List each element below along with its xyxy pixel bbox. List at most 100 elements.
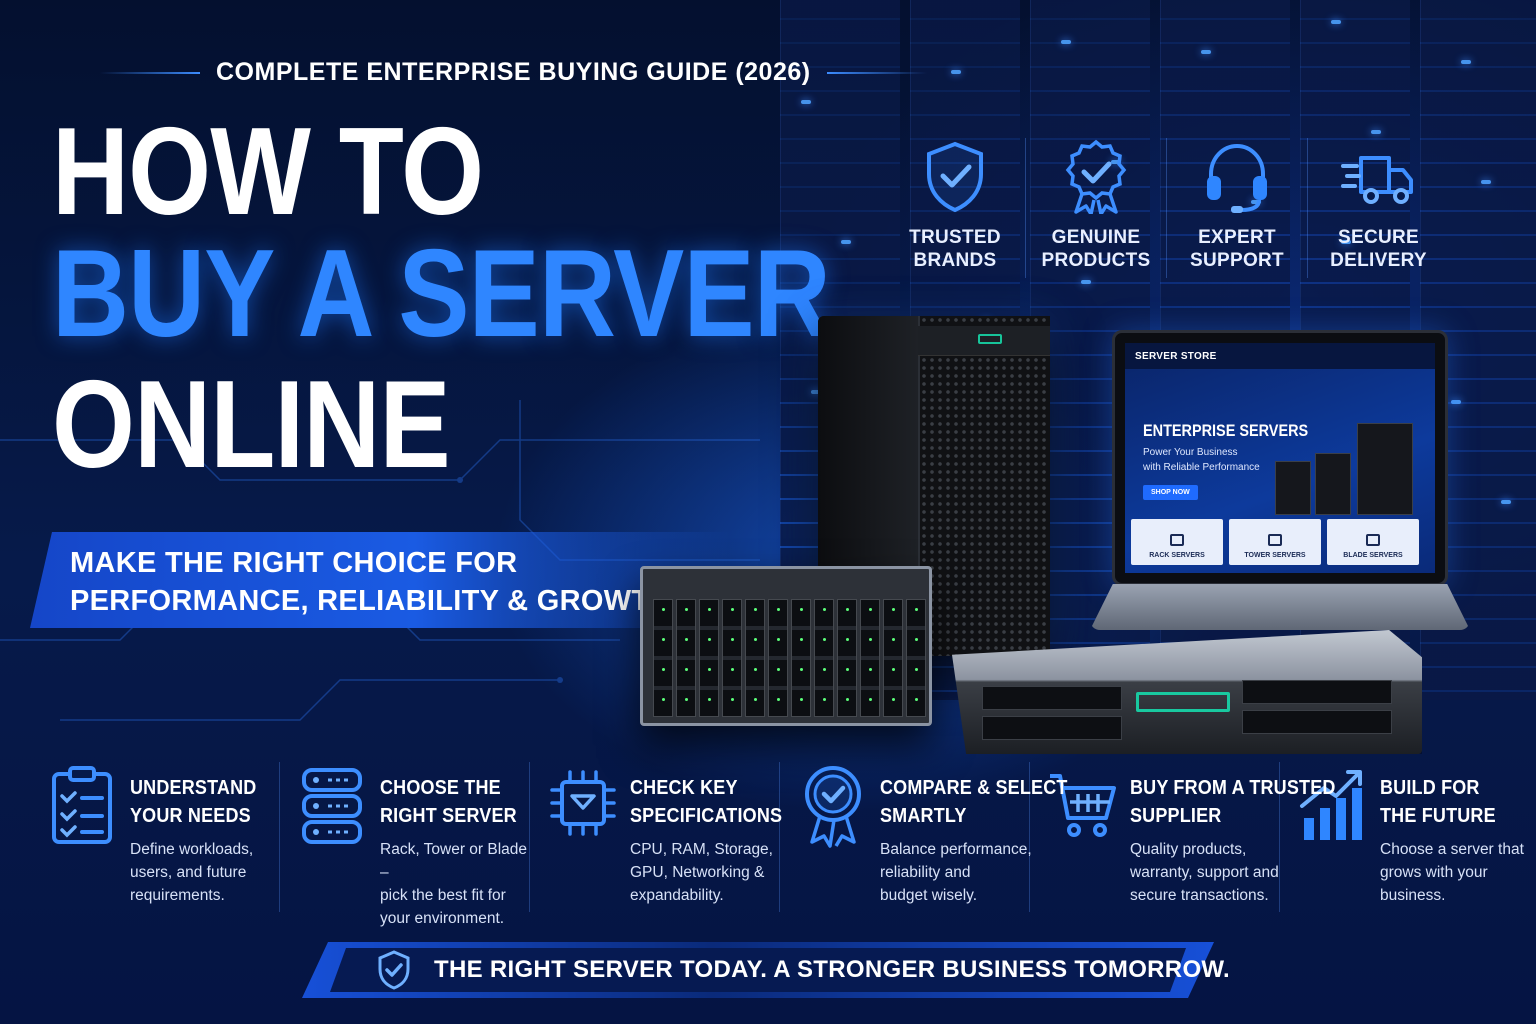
step-desc-line-3: requirements. [130,887,225,904]
step-desc-line-1: CPU, RAM, Storage, [630,841,773,858]
step-desc-line-1: Balance performance, [880,841,1032,858]
tile-label: RACK SERVERS [1149,552,1205,559]
guide-kicker: COMPLETE ENTERPRISE BUYING GUIDE (2026) [100,58,927,87]
cpu-chip-icon [550,770,616,836]
blade-slot [768,599,788,717]
step-title-line-1: BUILD FOR [1380,777,1480,799]
title-line-1: HOW TO [52,103,484,241]
tile-blade-servers[interactable]: BLADE SERVERS [1327,519,1419,565]
laptop-screen: SERVER STORE ENTERPRISE SERVERS Power Yo… [1125,343,1435,573]
rack-server-image [952,630,1422,754]
delivery-truck-icon [1340,156,1413,204]
blade-slot [837,599,857,717]
blade-slot [791,599,811,717]
blade-slot [883,599,903,717]
store-tagline: Power Your Business with Reliable Perfor… [1143,445,1260,475]
badge-line-2: PRODUCTS [1041,250,1151,271]
step-buy-trusted: BUY FROM A TRUSTED SUPPLIER Quality produ… [1030,762,1335,912]
tile-rack-servers[interactable]: RACK SERVERS [1131,519,1223,565]
step-desc-line-1: Choose a server that [1380,841,1524,858]
store-nav: SERVER STORE [1125,343,1435,369]
step-title-line-2: SUPPLIER [1130,805,1222,827]
step-title-line-2: THE FUTURE [1380,805,1496,827]
step-desc-line-2: GPU, Networking & [630,864,765,881]
blade-slot [814,599,834,717]
step-desc-line-3: secure transactions. [1130,887,1269,904]
blade-slot [722,599,742,717]
tile-label: BLADE SERVERS [1343,552,1403,559]
server-stack-icon [302,768,362,844]
step-desc-line-2: warranty, support and [1130,864,1279,881]
page-title: HOW TO BUY A SERVER ONLINE [52,103,957,495]
buying-steps: UNDERSTAND YOUR NEEDS Define workloads, us… [30,762,1530,927]
step-title-line-2: SMARTLY [880,805,967,827]
shield-check-icon [927,141,983,213]
footer-tagline: THE RIGHT SERVER TODAY. A STRONGER BUSIN… [376,946,1230,994]
award-badge-icon [805,766,861,848]
headset-icon [1207,143,1267,213]
step-title-line-1: UNDERSTAND [130,777,257,799]
step-title-line-2: SPECIFICATIONS [630,805,783,827]
kicker-text: COMPLETE ENTERPRISE BUYING GUIDE (2026) [216,58,811,86]
tile-tower-servers[interactable]: TOWER SERVERS [1229,519,1321,565]
subtitle-line-1: MAKE THE RIGHT CHOICE FOR [70,547,518,579]
laptop-keyboard-base [1090,584,1470,630]
badge-line-1: EXPERT [1198,227,1276,248]
title-line-3: ONLINE [52,356,451,495]
kicker-line-left [100,71,200,74]
laptop-image: SERVER STORE ENTERPRISE SERVERS Power Yo… [1112,330,1448,586]
badge-line-2: SUPPORT [1190,250,1284,271]
mini-server-image [1357,423,1413,515]
subtitle-line-2: PERFORMANCE, RELIABILITY & GROWTH [70,585,671,617]
rack-status-bar [1136,692,1230,712]
store-tagline-line-1: Power Your Business [1143,447,1238,458]
shield-check-icon [378,950,410,990]
clipboard-checklist-icon [52,766,112,844]
step-desc-line-2: users, and future [130,864,247,881]
blade-slot [653,599,673,717]
step-check-specs: CHECK KEY SPECIFICATIONS CPU, RAM, Storag… [530,762,783,912]
step-desc-line-2: reliability and [880,864,971,881]
badge-line-1: SECURE [1338,227,1419,248]
blade-chassis-image [640,566,932,726]
tile-label: TOWER SERVERS [1244,552,1306,559]
mini-server-image [1315,453,1351,515]
step-understand-needs: UNDERSTAND YOUR NEEDS Define workloads, us… [30,762,280,912]
shopping-cart-icon [1050,774,1116,837]
step-desc-line-3: business. [1380,887,1446,904]
step-desc-line-2: grows with your [1380,864,1488,881]
step-desc-line-3: budget wisely. [880,887,978,904]
step-desc-line-1: Define workloads, [130,841,254,858]
store-name: SERVER STORE [1135,350,1217,362]
step-title-line-1: CHECK KEY [630,777,738,799]
badge-line-2: BRANDS [913,250,997,271]
tower-status-led [978,334,1002,344]
step-desc-line-1: Rack, Tower or Blade – [380,841,528,881]
award-ribbon-icon [1065,139,1127,214]
shop-now-button[interactable]: SHOP NOW [1143,485,1198,500]
blade-slot [860,599,880,717]
title-line-2: BUY A SERVER [52,224,831,363]
blade-slot [676,599,696,717]
step-desc-line-1: Quality products, [1130,841,1247,858]
blade-slot [699,599,719,717]
step-desc-line-2: pick the best fit for [380,887,506,904]
blade-slot [745,599,765,717]
subtitle-text: MAKE THE RIGHT CHOICE FOR PERFORMANCE, R… [70,544,671,620]
footer-banner-inner [330,948,1186,992]
kicker-line-right [826,71,927,74]
growth-chart-icon [1300,770,1362,840]
blade-slot [906,599,926,717]
category-tiles: RACK SERVERS TOWER SERVERS BLADE SERVERS [1131,519,1419,565]
badge-line-1: GENUINE [1051,227,1141,248]
step-title-line-2: YOUR NEEDS [130,805,251,827]
badge-line-1: TRUSTED [909,227,1001,248]
step-title-line-1: BUY FROM A TRUSTED [1130,777,1336,799]
store-heading: ENTERPRISE SERVERS [1143,421,1309,440]
